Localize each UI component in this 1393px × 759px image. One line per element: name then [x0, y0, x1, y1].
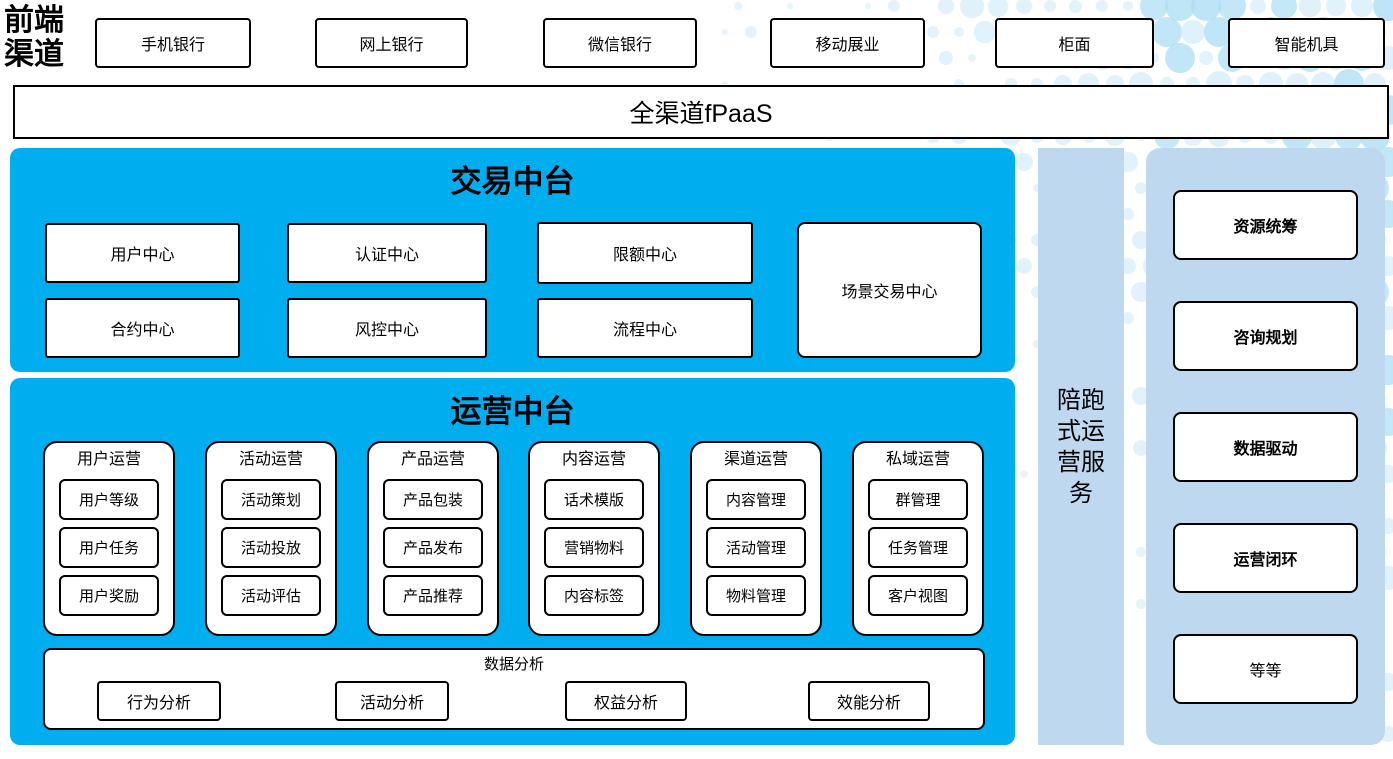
advisory-box-resources: 资源统筹 [1173, 190, 1358, 260]
analysis-box-activity: 活动分析 [335, 681, 449, 721]
ops-item-box: 用户等级 [59, 479, 159, 520]
ops-column-activity: 活动运营 活动策划 活动投放 活动评估 [205, 441, 337, 636]
channel-box-smart-devices: 智能机具 [1228, 18, 1385, 68]
ops-item-box: 任务管理 [868, 527, 968, 568]
ops-item-box: 内容管理 [706, 479, 806, 520]
channel-box-counter: 柜面 [995, 18, 1154, 68]
ops-column-channel: 渠道运营 内容管理 活动管理 物料管理 [690, 441, 822, 636]
ops-column-user: 用户运营 用户等级 用户任务 用户奖励 [43, 441, 175, 636]
ops-column-product: 产品运营 产品包装 产品发布 产品推荐 [367, 441, 499, 636]
channel-box-wechat-banking: 微信银行 [543, 18, 697, 68]
ops-item-box: 群管理 [868, 479, 968, 520]
ops-item-box: 产品发布 [383, 527, 483, 568]
ops-item-box: 话术模版 [544, 479, 644, 520]
ops-column-content: 内容运营 话术模版 营销物料 内容标签 [528, 441, 660, 636]
data-analysis-title: 数据分析 [483, 656, 544, 673]
advisory-box-etc: 等等 [1173, 634, 1358, 704]
ops-column-title: 活动运营 [238, 451, 303, 468]
ops-item-box: 产品包装 [383, 479, 483, 520]
ops-item-box: 活动管理 [706, 527, 806, 568]
center-box-limit: 限额中心 [537, 222, 753, 284]
ops-item-box: 产品推荐 [383, 575, 483, 616]
analysis-box-rights: 权益分析 [565, 681, 687, 721]
ops-item-box: 活动投放 [221, 527, 321, 568]
center-box-user: 用户中心 [45, 223, 240, 283]
ops-item-box: 活动策划 [221, 479, 321, 520]
fpaas-bar: 全渠道fPaaS [13, 85, 1389, 139]
scene-trade-center-box: 场景交易中心 [797, 222, 982, 358]
center-box-risk: 风控中心 [287, 298, 487, 358]
operation-platform-title: 运营中台 [450, 394, 575, 429]
ops-item-box: 活动评估 [221, 575, 321, 616]
analysis-box-behavior: 行为分析 [97, 681, 221, 721]
ops-column-title: 私域运营 [885, 451, 950, 468]
channel-box-mobile-banking: 手机银行 [95, 18, 251, 68]
ops-item-box: 用户奖励 [59, 575, 159, 616]
ops-column-title: 产品运营 [400, 451, 465, 468]
ops-item-box: 用户任务 [59, 527, 159, 568]
advisory-box-closed-loop: 运营闭环 [1173, 523, 1358, 593]
ops-item-box: 营销物料 [544, 527, 644, 568]
ops-column-title: 内容运营 [561, 451, 626, 468]
ops-column-title: 用户运营 [76, 451, 141, 468]
channel-box-mobile-business: 移动展业 [770, 18, 925, 68]
advisory-box-consulting: 咨询规划 [1173, 301, 1358, 371]
front-channels-label: 前端渠道 [4, 4, 64, 71]
companion-service-label: 陪跑式运营服务 [1057, 386, 1105, 507]
analysis-box-efficiency: 效能分析 [808, 681, 930, 721]
ops-item-box: 客户视图 [868, 575, 968, 616]
advisory-box-data-driven: 数据驱动 [1173, 412, 1358, 482]
center-box-auth: 认证中心 [287, 223, 487, 283]
ops-item-box: 内容标签 [544, 575, 644, 616]
center-box-process: 流程中心 [537, 298, 753, 358]
ops-item-box: 物料管理 [706, 575, 806, 616]
trade-platform-title: 交易中台 [450, 164, 575, 199]
companion-service-strip: 陪跑式运营服务 [1038, 148, 1124, 745]
channel-box-online-banking: 网上银行 [315, 18, 468, 68]
ops-column-private: 私域运营 群管理 任务管理 客户视图 [852, 441, 984, 636]
center-box-contract: 合约中心 [45, 298, 240, 358]
ops-column-title: 渠道运营 [723, 451, 788, 468]
